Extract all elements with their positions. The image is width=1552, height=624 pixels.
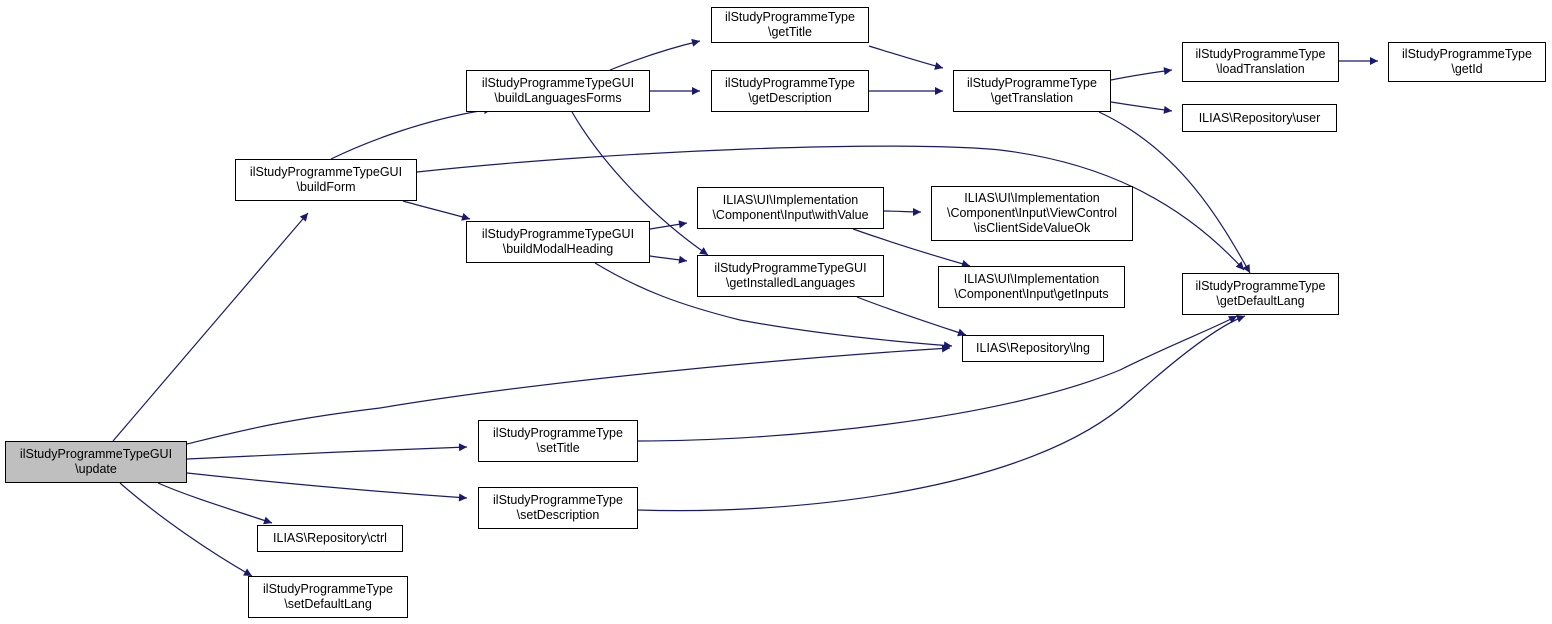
- node-label-line: \buildLanguagesForms: [494, 91, 622, 105]
- node-label-line: \getId: [1451, 62, 1483, 76]
- node-label-line: ILIAS\UI\Implementation: [963, 272, 1100, 286]
- node-label-line: ilStudyProgrammeType: [725, 76, 855, 90]
- graph-node-settitle[interactable]: ilStudyProgrammeType\setTitle: [478, 420, 638, 462]
- graph-node-gettrans[interactable]: ilStudyProgrammeType\getTranslation: [953, 70, 1111, 112]
- edge-update-to-lng: [186, 344, 951, 445]
- node-label-line: \update: [75, 462, 117, 476]
- edge-buildlang-to-gettitle: [609, 38, 701, 71]
- node-label-line: \getTitle: [767, 25, 812, 39]
- edge-update-to-ctrl: [157, 482, 273, 525]
- edge-update-to-setdeflang: [119, 482, 253, 577]
- graph-node-ctrl[interactable]: ILIAS\Repository\ctrl: [257, 525, 403, 552]
- graph-node-buildmodal[interactable]: ilStudyProgrammeTypeGUI\buildModalHeadin…: [466, 221, 650, 263]
- graph-node-getdesc[interactable]: ilStudyProgrammeType\getDescription: [711, 70, 869, 112]
- node-label-line: \getTranslation: [990, 91, 1074, 105]
- node-label-line: \getDefaultLang: [1216, 294, 1305, 308]
- node-label-line: \Component\Input\ViewControl: [946, 206, 1117, 220]
- node-label-line: ILIAS\UI\Implementation: [964, 191, 1100, 205]
- edge-buildmodal-to-lng: [594, 262, 953, 350]
- edge-settitle-to-getdeflang: [637, 315, 1238, 442]
- node-label-line: \Component\Input\withValue: [712, 208, 869, 222]
- node-label-line: \isClientSideValueOk: [973, 221, 1091, 235]
- node-label-line: ilStudyProgrammeTypeGUI: [19, 447, 173, 461]
- node-label-line: \setDefaultLang: [284, 597, 372, 611]
- graph-node-buildform[interactable]: ilStudyProgrammeTypeGUI\buildForm: [235, 159, 417, 201]
- graph-node-user[interactable]: ILIAS\Repository\user: [1182, 104, 1337, 132]
- edge-withvalue-to-isclient: [883, 207, 922, 216]
- node-label-line: \Component\Input\getInputs: [954, 287, 1109, 301]
- graph-node-loadtrans[interactable]: ilStudyProgrammeType\loadTranslation: [1182, 42, 1339, 82]
- node-label-line: \loadTranslation: [1216, 62, 1305, 76]
- edge-withvalue-to-getinputs: [852, 228, 971, 268]
- graph-node-getinst[interactable]: ilStudyProgrammeTypeGUI\getInstalledLang…: [697, 255, 884, 297]
- node-label-line: ilStudyProgrammeType: [493, 493, 623, 507]
- node-label-line: ilStudyProgrammeType: [493, 426, 623, 440]
- node-label-line: \setDescription: [516, 508, 600, 522]
- node-label-line: \setTitle: [536, 441, 580, 455]
- node-label-line: ilStudyProgrammeType: [1195, 47, 1326, 61]
- node-label-line: \buildModalHeading: [502, 242, 614, 256]
- edge-gettrans-to-getdeflang: [1098, 111, 1251, 274]
- edge-setdesc-to-getdeflang: [637, 314, 1246, 512]
- node-label-line: ilStudyProgrammeTypeGUI: [481, 76, 635, 90]
- node-label-line: \getInstalledLanguages: [725, 276, 856, 290]
- node-label-line: ilStudyProgrammeTypeGUI: [481, 227, 635, 241]
- graph-node-lng[interactable]: ILIAS\Repository\lng: [962, 335, 1104, 362]
- graph-node-buildlang[interactable]: ilStudyProgrammeTypeGUI\buildLanguagesFo…: [466, 70, 650, 112]
- node-label-line: ilStudyProgrammeType: [1402, 47, 1532, 61]
- edge-getinst-to-lng: [856, 296, 967, 337]
- edge-gettitle-to-gettrans: [868, 45, 944, 70]
- node-label-line: ILIAS\UI\Implementation: [722, 193, 859, 207]
- graph-node-getinputs[interactable]: ILIAS\UI\Implementation\Component\Input\…: [938, 266, 1125, 308]
- edge-update-to-settitle: [186, 443, 468, 460]
- edge-buildform-to-buildlang: [330, 106, 493, 160]
- edge-update-to-buildform: [112, 212, 309, 442]
- graph-node-getdeflang[interactable]: ilStudyProgrammeType\getDefaultLang: [1182, 273, 1339, 315]
- graph-node-gettitle[interactable]: ilStudyProgrammeType\getTitle: [711, 7, 869, 43]
- edge-buildform-to-getdeflang: [416, 145, 1245, 271]
- edge-buildmodal-to-withvalue: [649, 220, 688, 230]
- edge-buildlang-to-getinst: [571, 111, 709, 256]
- graph-node-isclient[interactable]: ILIAS\UI\Implementation\Component\Input\…: [931, 186, 1133, 241]
- edge-buildform-to-buildmodal: [402, 200, 471, 221]
- node-label-line: \buildForm: [296, 180, 356, 194]
- node-label-line: ilStudyProgrammeType: [263, 582, 393, 596]
- node-label-line: ilStudyProgrammeTypeGUI: [249, 165, 403, 179]
- graph-node-getid[interactable]: ilStudyProgrammeType\getId: [1388, 42, 1546, 82]
- edge-update-to-setdesc: [186, 472, 468, 502]
- node-label-line: ilStudyProgrammeType: [725, 10, 855, 24]
- graph-node-setdeflang[interactable]: ilStudyProgrammeType\setDefaultLang: [248, 576, 408, 618]
- node-label-line: \getDescription: [748, 91, 832, 105]
- node-label-line: ilStudyProgrammeType: [1195, 279, 1326, 293]
- graph-node-setdesc[interactable]: ilStudyProgrammeType\setDescription: [478, 487, 638, 529]
- edge-gettrans-to-loadtrans: [1110, 67, 1173, 81]
- node-label-line: ilStudyProgrammeType: [967, 76, 1097, 90]
- graph-node-update[interactable]: ilStudyProgrammeTypeGUI\update: [5, 441, 187, 483]
- edge-gettrans-to-user: [1110, 101, 1173, 114]
- edge-buildmodal-to-getinst: [649, 255, 688, 264]
- node-label-line: ILIAS\Repository\lng: [976, 341, 1090, 355]
- node-label-line: ILIAS\Repository\ctrl: [273, 531, 387, 545]
- graph-node-withvalue[interactable]: ILIAS\UI\Implementation\Component\Input\…: [697, 187, 884, 229]
- node-label-line: ILIAS\Repository\user: [1198, 110, 1321, 125]
- node-label-line: ilStudyProgrammeTypeGUI: [714, 261, 867, 275]
